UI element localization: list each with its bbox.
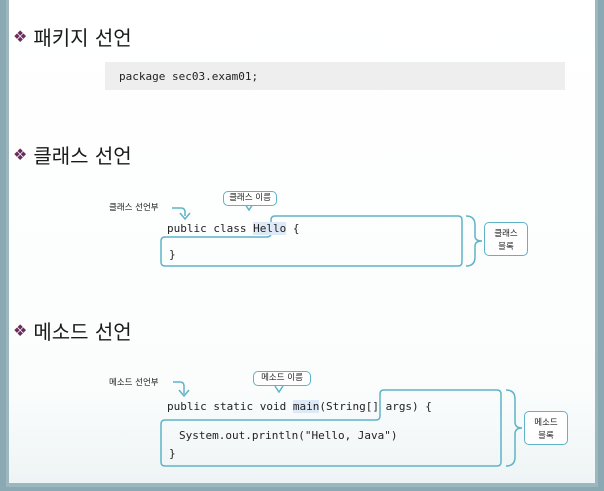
- method-code-suffix: (String[] args) {: [319, 400, 432, 413]
- method-name-pointer: [274, 385, 284, 394]
- class-name-label: 클래스 이름: [229, 193, 271, 203]
- class-decl-arrowhead: [179, 212, 191, 221]
- method-declaration-code: public static void main(String[] args) {: [167, 400, 432, 413]
- method-decl-label: 메소드 선언부: [109, 378, 159, 388]
- class-heading-text: 클래스 선언: [33, 144, 132, 168]
- method-body-code: System.out.println("Hello, Java"): [179, 429, 398, 442]
- class-block-label: 클래스 블록: [484, 222, 528, 256]
- method-block-outline: [160, 389, 502, 467]
- class-decl-arrow: [172, 207, 186, 216]
- package-heading-text: 패키지 선언: [33, 26, 132, 50]
- method-name-bubble: 메소드 이름: [253, 371, 311, 386]
- class-code-suffix: {: [286, 222, 300, 235]
- class-block-outline: [160, 215, 463, 267]
- method-heading-text: 메소드 선언: [33, 320, 132, 344]
- class-code-name: Hello: [253, 222, 287, 235]
- method-block-label: 메소드 블록: [524, 411, 568, 445]
- method-code-prefix: public static void: [167, 400, 293, 413]
- method-block-label-line1: 메소드: [534, 418, 558, 428]
- method-block-brace: [505, 389, 523, 467]
- class-block-label-line1: 클래스: [494, 229, 518, 239]
- package-code-box: package sec03.exam01;: [105, 62, 565, 90]
- diamond-bullet-icon: ❖: [13, 27, 28, 46]
- package-heading: ❖ 패키지 선언: [13, 22, 132, 51]
- class-decl-label: 클래스 선언부: [109, 203, 159, 213]
- method-close-brace: }: [169, 447, 176, 460]
- class-heading: ❖ 클래스 선언: [13, 140, 132, 169]
- class-close-brace: }: [169, 248, 176, 261]
- method-heading: ❖ 메소드 선언: [13, 316, 132, 345]
- method-decl-arrow: [173, 381, 185, 394]
- diamond-bullet-icon: ❖: [13, 145, 28, 164]
- method-code-name: main: [292, 400, 320, 413]
- class-code-prefix: public class: [167, 222, 254, 235]
- slide: ❖ 패키지 선언 package sec03.exam01; ❖ 클래스 선언 …: [6, 0, 598, 487]
- class-block-brace: [465, 215, 483, 267]
- method-name-label: 메소드 이름: [261, 373, 303, 383]
- package-code: package sec03.exam01;: [119, 70, 259, 83]
- method-decl-arrowhead: [178, 389, 190, 398]
- class-declaration-code: public class Hello {: [167, 222, 299, 235]
- class-name-bubble: 클래스 이름: [223, 191, 277, 206]
- class-block-label-line2: 블록: [498, 242, 514, 252]
- diamond-bullet-icon: ❖: [13, 321, 28, 340]
- method-block-label-line2: 블록: [538, 431, 554, 441]
